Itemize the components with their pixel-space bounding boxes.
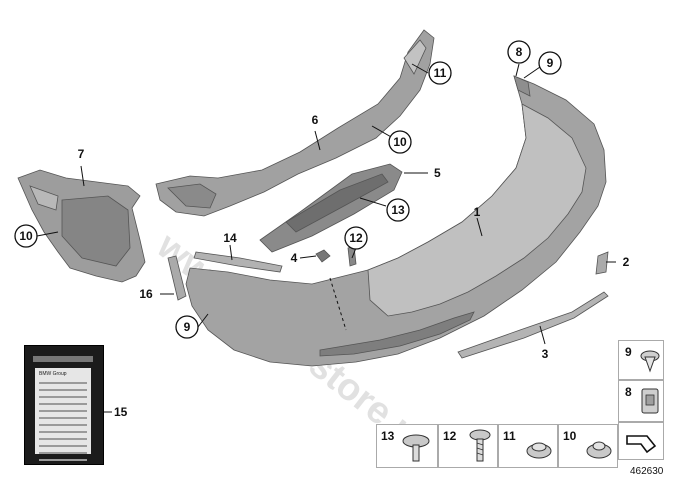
callout-5-label: 5 [434,166,441,180]
callout-11-label: 11 [434,66,447,80]
ref-box-9: 9 [618,340,664,380]
spring-nut-icon [641,388,659,414]
callout-10-left: 10 [14,224,38,248]
expanding-rivet-icon [402,434,430,462]
ref-box-13-label: 13 [381,429,395,443]
kit-bag-label-sheet: BMW Group [35,368,91,461]
callout-16: 16 [139,287,153,301]
callout-15: 15 [114,405,128,419]
callout-9-left-label: 9 [184,320,191,334]
arrow-corner-icon [626,435,657,454]
callout-13-label: 13 [391,203,405,217]
callout-10-left-label: 10 [19,229,33,243]
callout-7: 7 [78,147,85,161]
callout-16-label: 16 [139,287,153,301]
callout-10-right-label: 10 [393,135,407,149]
part-bumper [185,75,607,367]
kit-bag-header [33,356,93,362]
callout-6: 6 [312,113,319,127]
callout-2: 2 [623,255,630,269]
callout-7-label: 7 [78,147,85,161]
part-absorber [259,163,403,253]
ref-box-8-label: 8 [625,385,632,399]
callout-6-label: 6 [312,113,319,127]
ref-box-8: 8 [618,380,664,422]
part-strip-left [167,251,283,301]
callout-9-left: 9 [175,315,199,339]
callout-4-label: 4 [291,251,298,265]
callout-9-top: 9 [538,51,562,75]
callout-10-right: 10 [388,130,412,154]
callout-8: 8 [507,40,531,64]
diagram-id: 462630 [630,466,664,477]
callout-13: 13 [386,198,410,222]
callout-2-label: 2 [623,255,630,269]
callout-12: 12 [344,226,368,250]
part-bracket-left [17,169,146,283]
callout-4: 4 [291,251,298,265]
callout-12-label: 12 [349,231,363,245]
ref-box-10-label: 10 [563,429,577,443]
ref-box-9-label: 9 [625,345,632,359]
callout-1-label: 1 [474,205,481,219]
callout-11: 11 [428,61,452,85]
callout-1: 1 [474,205,481,219]
kit-bag-brand: BMW Group [39,371,67,377]
ref-box-11: 11 [498,424,558,468]
part-carrier [155,29,435,217]
callout-14-label: 14 [223,231,237,245]
leader-lines [36,63,616,413]
callout-3-label: 3 [542,347,549,361]
ref-box-12-label: 12 [443,429,457,443]
ref-box-13: 13 [376,424,438,468]
kit-bag-image: BMW Group [24,345,104,465]
callout-15-label: 15 [114,405,128,419]
part-fasteners [315,245,357,267]
ref-box-12: 12 [438,424,498,468]
ref-box-arrow [618,422,664,460]
flange-nut-icon [586,441,612,459]
part-trim-right [457,251,609,359]
callout-5: 5 [434,166,441,180]
ref-box-11-label: 11 [503,429,516,443]
hex-nut-icon [526,442,552,459]
screw-icon [469,429,491,462]
callout-8-label: 8 [516,45,523,59]
ref-box-10: 10 [558,424,618,468]
callout-3: 3 [542,347,549,361]
callout-14: 14 [223,231,237,245]
clip-nut-icon [640,350,660,373]
callout-9-top-label: 9 [547,56,554,70]
